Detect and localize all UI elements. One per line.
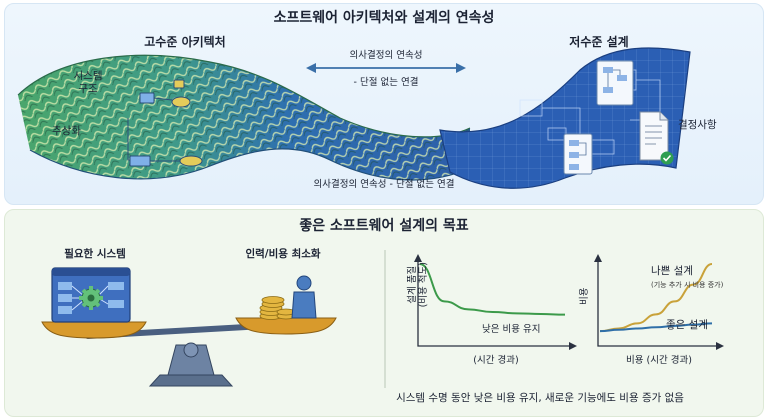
architecture-nodes <box>127 79 203 167</box>
continuity-label-line2: - 단절 없는 연결 <box>353 77 419 88</box>
y-axis-arrow-icon <box>594 254 602 262</box>
abstraction-label: 추상화 <box>52 125 81 137</box>
bad-design-sublabel: (기능 추가 시 비용 증가) <box>651 281 724 289</box>
chart2-series-0-line <box>599 263 713 333</box>
chart2-xlabel: 비용 (시간 경과) <box>626 355 692 366</box>
chart1-series-label: 낮은 비용 유지 <box>482 324 541 335</box>
balance-scale-icon <box>41 317 337 387</box>
design-goal-panel <box>4 209 764 417</box>
diagram-card-upper <box>596 60 634 106</box>
low-level-design-label: 저수준 설계 <box>569 35 629 49</box>
chart1-xlabel: (시간 경과) <box>473 355 519 366</box>
bad-design-label: 나쁜 설계 <box>651 265 693 277</box>
checkmark-icon <box>660 151 674 165</box>
top-caption: 의사결정의 연속성 - 단절 없는 연결 <box>313 179 455 190</box>
chart1-ylabel-line2: (비용 척도) <box>417 262 429 308</box>
gear-icon <box>79 286 103 310</box>
person-icon <box>291 275 317 319</box>
required-system-label: 필요한 시스템 <box>64 248 126 260</box>
chart2-axes <box>597 256 722 347</box>
braided-ribbon <box>17 54 471 181</box>
chart2-ylabel: 비용 <box>579 287 590 305</box>
decisions-label: 결정사항 <box>678 119 717 131</box>
y-axis-arrow-icon <box>414 254 422 262</box>
coin-stack-icon <box>259 296 296 320</box>
chart1-ylabel: 설계 품질 (비용 척도) <box>407 262 430 308</box>
document-icon <box>639 111 669 161</box>
system-structure-label: 시스템 구조 <box>73 70 103 96</box>
diagram-card-lower <box>563 133 593 175</box>
arrow-left-right-icon <box>306 63 466 73</box>
high-level-architecture-label: 고수준 아키텍처 <box>144 35 226 49</box>
bottom-title: 좋은 소프트웨어 설계의 목표 <box>299 218 469 234</box>
continuity-label-line1: 의사결정의 연속성 <box>349 50 423 61</box>
top-title: 소프트웨어 아키텍처와 설계의 연속성 <box>273 10 495 26</box>
chart2-series-1-line <box>599 322 713 333</box>
x-axis-arrow-icon <box>569 342 577 350</box>
minimize-cost-label: 인력/비용 최소화 <box>245 248 321 260</box>
x-axis-arrow-icon <box>716 342 724 350</box>
good-design-label: 좋은 설계 <box>666 319 708 331</box>
chart1-axes <box>417 256 575 347</box>
chart1-series-0-line <box>419 263 566 316</box>
bottom-caption: 시스템 수명 동안 낮은 비용 유지, 새로운 기능에도 비용 증가 없음 <box>396 392 684 404</box>
